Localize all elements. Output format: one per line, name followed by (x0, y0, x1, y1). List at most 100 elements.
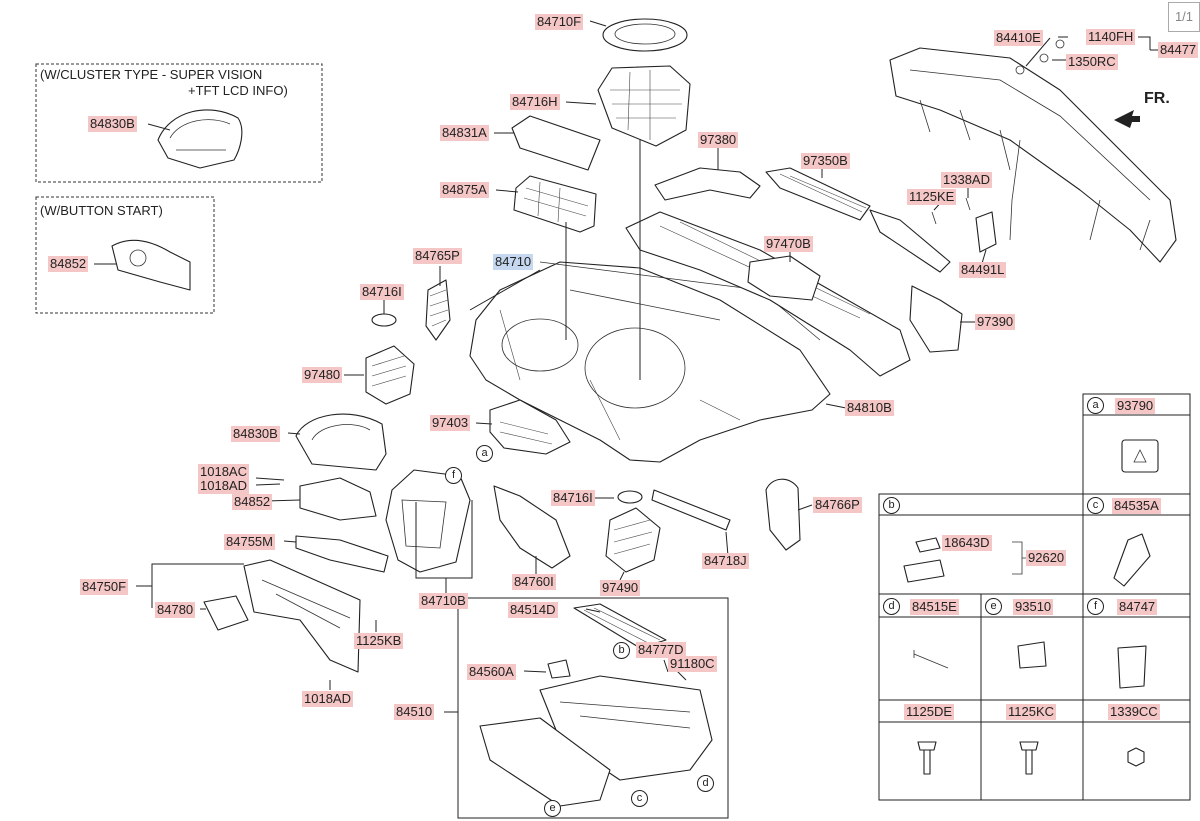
label-84477[interactable]: 84477 (1158, 42, 1199, 58)
legend-e-circle: e (985, 598, 1002, 615)
part-84766P (765, 478, 801, 551)
label-84780[interactable]: 84780 (155, 602, 196, 618)
label-84831A[interactable]: 84831A (440, 125, 489, 141)
label-84875A[interactable]: 84875A (440, 182, 489, 198)
label-1018AD-upper[interactable]: 1018AD (198, 478, 249, 494)
legend-f-circle: f (1087, 598, 1104, 615)
legend-e-part[interactable]: 93510 (1013, 599, 1054, 615)
bolts-1338AD-1125KE (931, 197, 971, 225)
label-97480[interactable]: 97480 (302, 367, 343, 383)
label-84852-inset[interactable]: 84852 (48, 256, 89, 272)
label-1125KE[interactable]: 1125KE (907, 189, 957, 205)
cluster-inset-caption-line1: (W/CLUSTER TYPE - SUPER VISION (40, 67, 263, 82)
part-84491L (975, 211, 997, 253)
label-1018AD-lower[interactable]: 1018AD (302, 691, 353, 707)
callout-b: b (613, 642, 630, 659)
part-97390 (909, 285, 963, 353)
legend-i-part[interactable]: 1339CC (1108, 704, 1160, 720)
label-97380[interactable]: 97380 (698, 132, 739, 148)
label-84777D[interactable]: 84777D (636, 642, 686, 658)
part-84716H (597, 65, 691, 147)
label-84766P[interactable]: 84766P (813, 497, 862, 513)
label-84830B[interactable]: 84830B (231, 426, 280, 442)
part-97480 (365, 345, 415, 405)
label-84710B[interactable]: 84710B (419, 593, 468, 609)
legend-c-circle: c (1087, 497, 1104, 514)
legend-h-part[interactable]: 1125KC (1006, 704, 1057, 720)
part-84830B (295, 413, 387, 471)
part-84560A (547, 659, 571, 679)
leader-lines (94, 20, 1160, 713)
label-84765P[interactable]: 84765P (413, 248, 462, 264)
label-84491L[interactable]: 84491L (959, 262, 1007, 278)
legend-b-part-2[interactable]: 92620 (1026, 550, 1067, 566)
label-1125KB[interactable]: 1125KB (354, 633, 404, 649)
label-1338AD[interactable]: 1338AD (941, 172, 992, 188)
legend-c-part[interactable]: 84535A (1112, 498, 1161, 514)
callout-f: f (445, 467, 462, 484)
part-97350B (765, 167, 951, 273)
label-97470B[interactable]: 97470B (764, 236, 813, 252)
legend-a-circle: a (1087, 397, 1104, 414)
callout-e: e (544, 800, 561, 817)
legend-a-part[interactable]: 93790 (1115, 398, 1156, 414)
label-84755M[interactable]: 84755M (224, 534, 275, 550)
label-91180C[interactable]: 91180C (668, 656, 717, 672)
legend-g-part[interactable]: 1125DE (904, 704, 955, 720)
label-84750F[interactable]: 84750F (80, 579, 129, 595)
label-1140FH[interactable]: 1140FH (1086, 29, 1136, 45)
part-84514D (573, 603, 667, 649)
label-97490[interactable]: 97490 (600, 580, 641, 596)
label-84514D[interactable]: 84514D (508, 602, 558, 618)
part-84765P (425, 279, 451, 341)
part-84716I-upper (371, 313, 397, 327)
label-84718J[interactable]: 84718J (702, 553, 749, 569)
part-84875A (513, 175, 597, 233)
part-84780 (203, 595, 249, 631)
label-84716H[interactable]: 84716H (510, 94, 560, 110)
part-84831A (511, 115, 601, 171)
glovebox-group-box (457, 597, 729, 819)
part-84510-glove-box (479, 675, 713, 807)
part-84755M (295, 535, 389, 573)
label-84710F[interactable]: 84710F (535, 14, 584, 30)
label-84810B[interactable]: 84810B (845, 400, 894, 416)
part-84750F (243, 559, 361, 673)
label-1018AC[interactable]: 1018AC (198, 464, 249, 480)
label-84410E[interactable]: 84410E (994, 30, 1043, 46)
label-84710[interactable]: 84710 (493, 254, 534, 270)
part-84710-crash-pad (469, 261, 831, 463)
legend-f-part[interactable]: 84747 (1117, 599, 1158, 615)
callout-a: a (476, 445, 493, 462)
label-84852[interactable]: 84852 (232, 494, 273, 510)
label-84760I[interactable]: 84760I (512, 574, 556, 590)
front-arrow-icon (1114, 110, 1140, 128)
label-84830B-inset[interactable]: 84830B (88, 116, 137, 132)
legend-d-part[interactable]: 84515E (910, 599, 959, 615)
label-97403[interactable]: 97403 (430, 415, 471, 431)
part-84760I (493, 485, 571, 569)
legend-b-circle: b (883, 497, 900, 514)
legend-d-circle: d (883, 598, 900, 615)
label-1350RC[interactable]: 1350RC (1066, 54, 1118, 70)
label-84716I-upper[interactable]: 84716I (360, 284, 404, 300)
part-84410E-crossbar (889, 39, 1177, 263)
inset-cluster-housing (157, 109, 243, 169)
callout-c: c (631, 790, 648, 807)
page-indicator: 1/1 (1168, 2, 1200, 32)
callout-d: d (697, 775, 714, 792)
label-84560A[interactable]: 84560A (467, 664, 516, 680)
front-direction-label: FR. (1144, 90, 1170, 107)
label-84716I-lower[interactable]: 84716I (551, 490, 595, 506)
label-97350B[interactable]: 97350B (801, 153, 850, 169)
inset-button-start-cover (111, 239, 191, 291)
part-84710F (602, 18, 688, 52)
label-97390[interactable]: 97390 (975, 314, 1016, 330)
cluster-inset-caption-line2: +TFT LCD INFO) (188, 83, 288, 98)
part-97490 (605, 507, 661, 573)
label-84510[interactable]: 84510 (394, 704, 435, 720)
legend-b-part-1[interactable]: 18643D (942, 535, 992, 551)
part-84716I-lower (617, 490, 643, 504)
part-84710B (385, 469, 471, 573)
